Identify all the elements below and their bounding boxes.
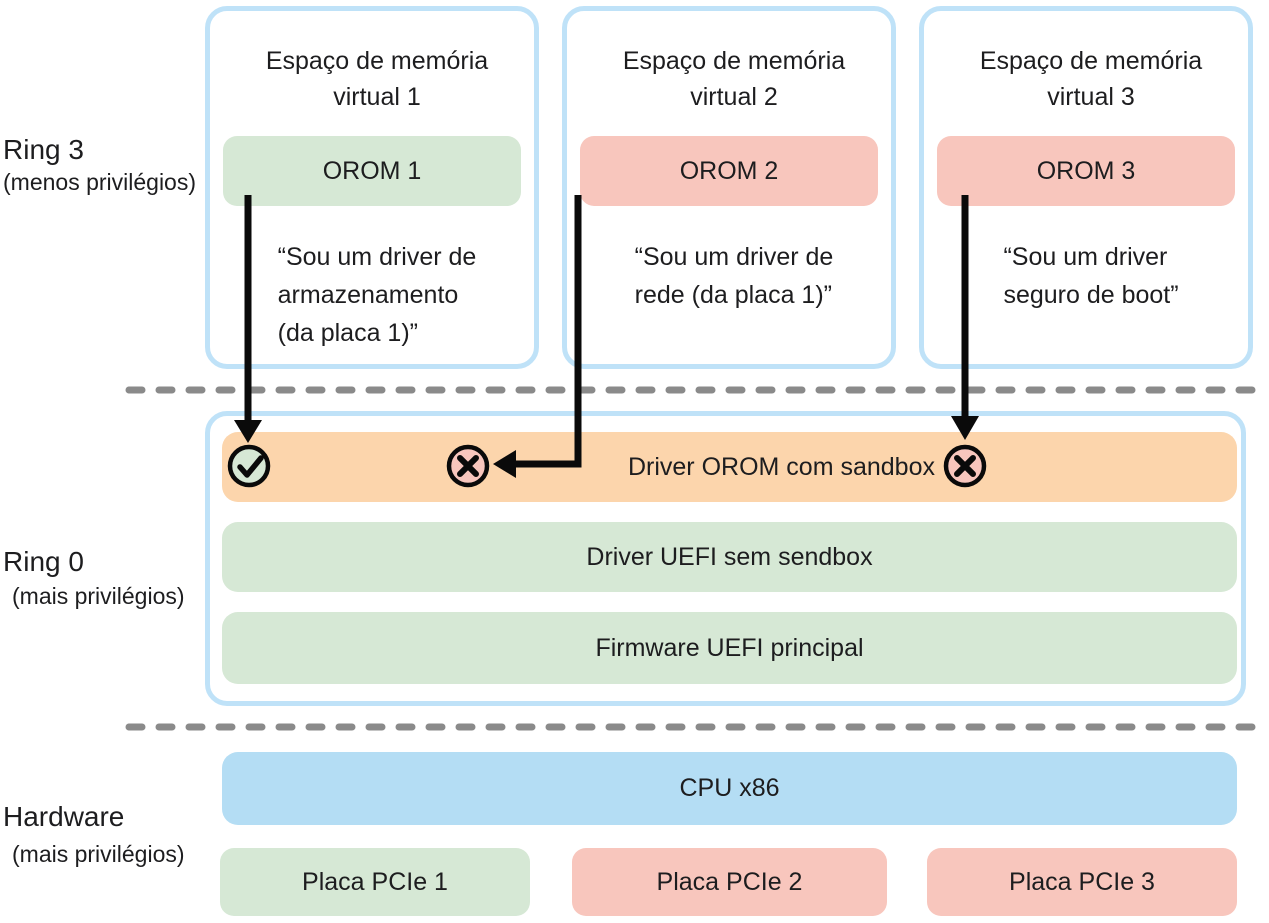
pcie-card-3: Placa PCIe 3 bbox=[927, 848, 1237, 916]
ring3-sublabel: (menos privilégios) bbox=[3, 169, 197, 195]
uefi-driver-bar-label: Driver UEFI sem sendbox bbox=[586, 542, 873, 571]
sandbox-driver-bar bbox=[222, 432, 1237, 502]
sandbox-driver-bar-label: Driver OROM com sandbox bbox=[627, 452, 935, 481]
cpu-box: CPU x86 bbox=[222, 752, 1237, 825]
orom2-box: OROM 2 bbox=[580, 136, 878, 206]
ring0-label: Ring 0 bbox=[3, 546, 84, 577]
orom2-label: OROM 2 bbox=[679, 156, 779, 185]
orom2-claim-wrap: “Sou um driver de rede (da placa 1)” bbox=[567, 238, 901, 314]
virtual-memory-space-card-2: Espaço de memória virtual 2 OROM 2 “Sou … bbox=[562, 6, 896, 369]
virtual-memory-space-card-3: Espaço de memória virtual 3 OROM 3 “Sou … bbox=[919, 6, 1253, 369]
orom1-label: OROM 1 bbox=[322, 156, 422, 185]
vm-card-title: Espaço de memória virtual 3 bbox=[979, 47, 1203, 111]
orom2-claim-text: “Sou um driver de rede (da placa 1)” bbox=[634, 243, 834, 309]
orom1-claim-wrap: “Sou um driver de armazenamento (da plac… bbox=[210, 238, 544, 352]
firmware-bar: Firmware UEFI principal bbox=[222, 612, 1237, 684]
orom3-claim-text: “Sou um driver seguro de boot” bbox=[1003, 243, 1179, 309]
cpu-label: CPU x86 bbox=[679, 774, 780, 802]
orom1-box: OROM 1 bbox=[223, 136, 521, 206]
vm-card-title: Espaço de memória virtual 1 bbox=[265, 47, 489, 111]
pcie-card-1-label: Placa PCIe 1 bbox=[302, 867, 448, 896]
pcie-card-2-label: Placa PCIe 2 bbox=[656, 867, 803, 896]
vm-card-title: Espaço de memória virtual 2 bbox=[622, 47, 846, 111]
firmware-bar-label: Firmware UEFI principal bbox=[595, 633, 864, 662]
hardware-label: Hardware bbox=[3, 801, 125, 832]
pcie-card-1: Placa PCIe 1 bbox=[220, 848, 530, 916]
ring3-label: Ring 3 bbox=[3, 134, 84, 165]
uefi-driver-bar: Driver UEFI sem sendbox bbox=[222, 522, 1237, 592]
orom3-claim-wrap: “Sou um driver seguro de boot” bbox=[924, 238, 1258, 314]
pcie-card-2: Placa PCIe 2 bbox=[572, 848, 887, 916]
orom1-claim-text: “Sou um driver de armazenamento (da plac… bbox=[277, 243, 477, 347]
orom3-label: OROM 3 bbox=[1036, 156, 1136, 185]
virtual-memory-space-card-1: Espaço de memória virtual 1 OROM 1 “Sou … bbox=[205, 6, 539, 369]
hardware-sublabel: (mais privilégios) bbox=[12, 841, 185, 867]
orom3-box: OROM 3 bbox=[937, 136, 1235, 206]
ring0-sublabel: (mais privilégios) bbox=[12, 583, 185, 609]
pcie-card-3-label: Placa PCIe 3 bbox=[1009, 867, 1155, 896]
